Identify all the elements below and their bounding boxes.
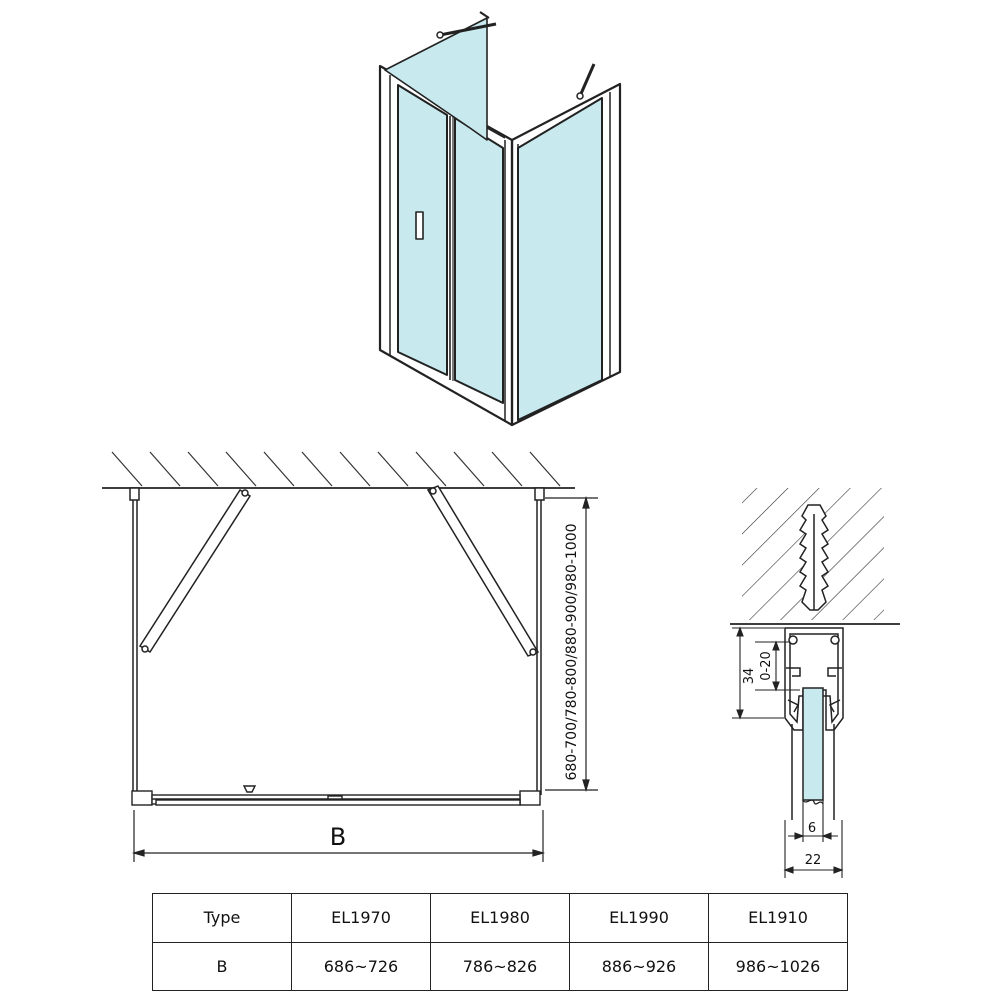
table-cell: EL1910 xyxy=(708,893,848,943)
plan-view: B 680-700/780-800/880-900/980-1000 xyxy=(102,451,598,862)
depth-dimension xyxy=(545,495,598,793)
stabiliser-arm-right xyxy=(426,485,540,657)
dim-6: 6 xyxy=(808,821,816,836)
wall-bracket-left xyxy=(129,487,140,501)
back-glass xyxy=(384,17,488,141)
spec-table: Type EL1970 EL1980 EL1990 EL1910 B 686~7… xyxy=(152,893,848,991)
width-dimension xyxy=(131,810,546,862)
table-cell: 786~826 xyxy=(430,941,570,991)
wall-bracket-right xyxy=(534,487,545,501)
profile-detail: 34 0-20 6 22 xyxy=(730,488,900,878)
stabiliser-arm-left xyxy=(138,488,252,654)
table-cell: B xyxy=(152,941,292,991)
wall-profile xyxy=(784,627,844,731)
table-header-row: Type EL1970 EL1980 EL1990 EL1910 xyxy=(152,893,848,943)
front-door-profile xyxy=(131,785,541,806)
side-frame xyxy=(510,82,622,427)
wall-anchor xyxy=(798,504,830,611)
enclosure-3d-view xyxy=(378,11,622,427)
table-cell: EL1980 xyxy=(430,893,570,943)
door-handle xyxy=(415,211,424,240)
table-cell: 886~926 xyxy=(569,941,709,991)
stabiliser-bar-right xyxy=(578,63,596,97)
dim-22: 22 xyxy=(805,853,822,868)
detail-glass xyxy=(802,687,824,801)
depth-label: 680-700/780-800/880-900/980-1000 xyxy=(564,523,580,780)
dim-34: 34 xyxy=(742,668,757,685)
wall-hatching xyxy=(111,451,561,487)
dim-0-20: 0-20 xyxy=(759,651,774,681)
table-cell: 686~726 xyxy=(291,941,431,991)
width-label: B xyxy=(330,823,346,851)
table-cell: EL1990 xyxy=(569,893,709,943)
table-row: B 686~726 786~826 886~926 986~1026 xyxy=(152,941,848,991)
table-cell: EL1970 xyxy=(291,893,431,943)
table-cell: Type xyxy=(152,893,292,943)
stabiliser-bar-left xyxy=(439,22,497,37)
side-glass xyxy=(517,97,603,421)
table-cell: 986~1026 xyxy=(708,941,848,991)
front-glass-right xyxy=(454,117,504,404)
